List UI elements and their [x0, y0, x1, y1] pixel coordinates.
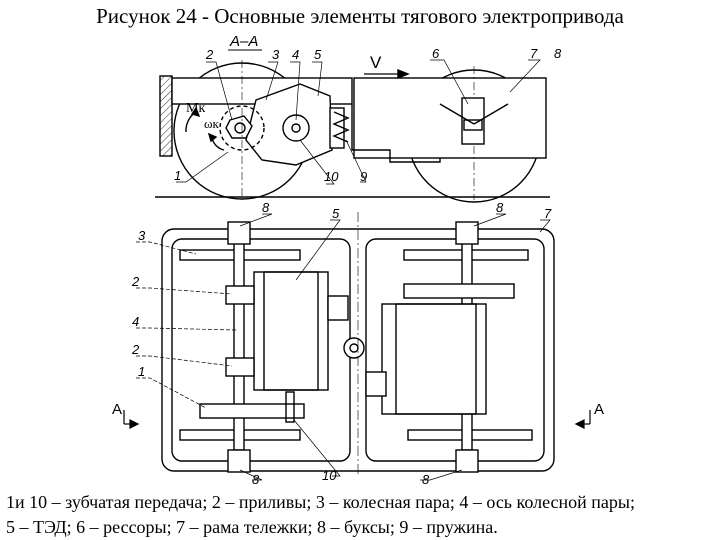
callout-2-side: 2 — [205, 47, 214, 62]
left-motor — [253, 271, 329, 391]
callout-2-plan-top: 2 — [131, 274, 140, 289]
callout-4-plan: 4 — [132, 314, 139, 329]
right-motor-nose — [365, 371, 387, 397]
right-gear — [403, 283, 515, 299]
left-boss-bottom — [225, 357, 255, 377]
right-motor — [381, 303, 487, 415]
callout-8-plan-left: 8 — [262, 200, 270, 215]
caption-line-2: 5 – ТЭД; 6 – рессоры; 7 – рама тележки; … — [6, 517, 498, 537]
left-gear — [199, 403, 305, 419]
spring-9 — [332, 111, 350, 143]
callout-1-side: 1 — [174, 168, 181, 183]
center-pivot — [343, 337, 365, 359]
callout-1-plan: 1 — [138, 364, 145, 379]
cut-label-left: A — [112, 401, 122, 418]
callout-4-side: 4 — [292, 47, 299, 62]
cut-marks — [123, 410, 591, 429]
callout-8-plan-bottom-left: 8 — [252, 472, 260, 487]
section-label: A–A — [229, 33, 258, 50]
caption-line-1: 1и 10 – зубчатая передача; 2 – приливы; … — [6, 492, 635, 512]
side-leaders — [176, 59, 541, 185]
callout-10-plan: 10 — [322, 468, 337, 483]
plan-leaders — [136, 213, 551, 481]
callout-2-plan-bottom: 2 — [131, 342, 140, 357]
right-axlebox-bottom — [455, 449, 479, 473]
callout-8-plan-bottom: 8 — [422, 472, 430, 487]
axle-gear — [219, 105, 265, 151]
frame-side-right — [353, 77, 547, 159]
callout-10-side: 10 — [324, 169, 339, 184]
left-axlebox-bottom — [227, 449, 251, 473]
figure-caption: 1и 10 – зубчатая передача; 2 – приливы; … — [6, 490, 718, 540]
left-axlebox-top — [227, 221, 251, 245]
omega-arrow — [211, 137, 225, 151]
left-motor-nose — [327, 295, 349, 321]
callout-5-plan: 5 — [332, 206, 340, 221]
bogie-frame-inner-right — [365, 238, 545, 462]
callout-8-side: 8 — [554, 46, 562, 61]
callout-7-side: 7 — [530, 46, 538, 61]
moment-label: Mк — [186, 101, 205, 116]
left-boss-top — [225, 285, 255, 305]
plan-view — [161, 212, 555, 475]
right-axlebox-top — [455, 221, 479, 245]
cut-label-right: A — [594, 401, 604, 418]
callout-3-plan: 3 — [138, 228, 146, 243]
axle-hub — [225, 115, 253, 139]
callout-5-side: 5 — [314, 47, 322, 62]
callout-6-side: 6 — [432, 46, 440, 61]
velocity-label: V — [370, 53, 382, 72]
callout-3-side: 3 — [272, 47, 280, 62]
callout-7-plan: 7 — [544, 206, 552, 221]
figure-title: Рисунок 24 - Основные элементы тягового … — [96, 4, 624, 28]
omega-label: ωк — [204, 116, 220, 131]
frame-end-hatched — [159, 75, 173, 157]
callout-8-plan-right: 8 — [496, 200, 504, 215]
callout-9-side: 9 — [360, 169, 367, 184]
motor-side — [245, 83, 333, 166]
